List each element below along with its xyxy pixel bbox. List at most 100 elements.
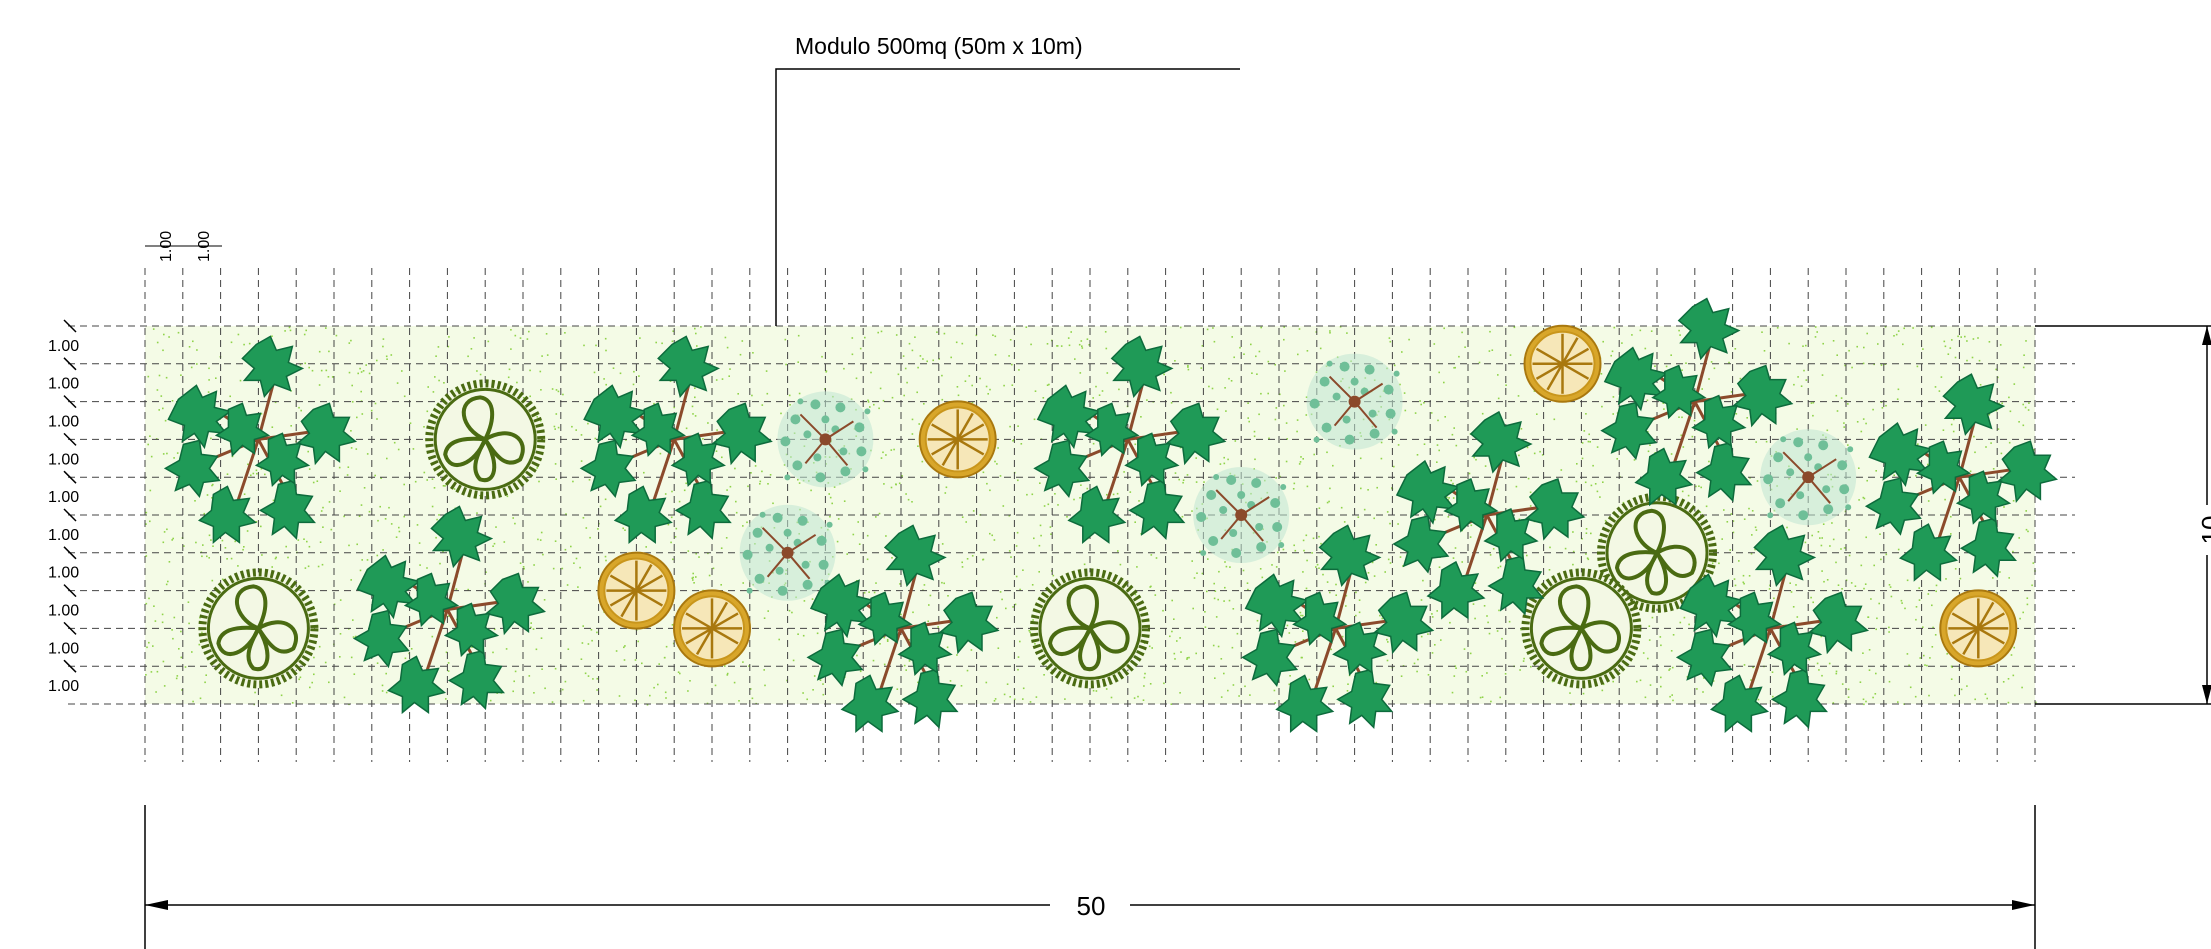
grass-speckle [960, 685, 963, 687]
grass-speckle [147, 443, 149, 446]
grass-speckle [162, 453, 165, 455]
grass-speckle [1243, 353, 1245, 355]
grass-speckle [1163, 373, 1165, 376]
grass-speckle [145, 555, 148, 557]
grass-speckle [950, 356, 952, 359]
grass-speckle [1054, 493, 1056, 495]
grass-speckle [1246, 582, 1249, 584]
grass-speckle [1016, 531, 1019, 534]
grass-speckle [171, 400, 174, 402]
grass-speckle [798, 392, 801, 395]
grass-speckle [1098, 394, 1101, 396]
grass-speckle [1935, 590, 1937, 593]
grass-speckle [767, 610, 769, 612]
grass-speckle [290, 425, 292, 427]
grass-speckle [873, 403, 875, 406]
grass-speckle [1816, 331, 1818, 333]
grass-speckle [1960, 336, 1962, 338]
grass-speckle [1947, 353, 1950, 355]
grass-speckle [1474, 617, 1476, 620]
grass-speckle [575, 429, 577, 431]
grass-speckle [1660, 685, 1662, 688]
grass-speckle [260, 468, 263, 470]
grass-speckle [1447, 516, 1450, 518]
grass-speckle [1399, 556, 1402, 558]
length-dimension: 50 [144, 805, 2036, 949]
grass-speckle [1647, 450, 1650, 453]
grass-speckle [797, 478, 799, 481]
grass-speckle [324, 661, 327, 664]
grass-speckle [659, 452, 662, 455]
grass-speckle [1893, 474, 1895, 477]
grass-speckle [1253, 430, 1256, 433]
grass-speckle [1033, 418, 1036, 421]
grass-speckle [212, 483, 214, 486]
row-dimension-label: 1.00 [48, 451, 79, 468]
grass-speckle [168, 336, 170, 338]
grass-speckle [1997, 428, 2000, 430]
grass-speckle [1954, 694, 1956, 697]
grass-speckle [2012, 500, 2015, 502]
grass-speckle [896, 688, 899, 690]
grass-speckle [789, 404, 791, 406]
grass-speckle [1430, 328, 1432, 330]
grass-speckle [2027, 530, 2029, 533]
grass-speckle [247, 463, 249, 466]
grass-speckle [447, 345, 450, 348]
grass-speckle [1204, 611, 1206, 613]
grass-speckle [444, 485, 446, 487]
grass-speckle [1752, 666, 1754, 669]
grass-speckle [1776, 327, 1779, 329]
grass-speckle [572, 480, 574, 483]
grass-speckle [1212, 327, 1214, 329]
grass-speckle [1800, 385, 1803, 387]
grass-speckle [1594, 483, 1597, 485]
grass-speckle [1718, 562, 1720, 565]
grass-speckle [1143, 685, 1145, 687]
grass-speckle [856, 654, 858, 657]
grass-speckle [1056, 345, 1058, 347]
grass-speckle [882, 399, 885, 402]
grass-speckle [1238, 695, 1240, 697]
grass-speckle [1427, 633, 1429, 635]
grass-speckle [937, 626, 939, 628]
grass-speckle [633, 370, 635, 373]
grass-speckle [1214, 677, 1216, 679]
grass-speckle [1922, 348, 1924, 350]
grass-speckle [471, 646, 473, 648]
grass-speckle [1203, 481, 1205, 483]
grass-speckle [160, 395, 163, 397]
grass-speckle [1311, 552, 1313, 554]
grass-speckle [707, 422, 709, 424]
grass-speckle [1458, 355, 1460, 358]
grass-speckle [605, 349, 607, 352]
grass-speckle [1868, 669, 1871, 671]
grass-speckle [1590, 532, 1592, 535]
grass-speckle [880, 457, 883, 459]
grass-speckle [445, 698, 447, 700]
row-dimension-tick [63, 470, 77, 484]
grass-speckle [679, 672, 681, 675]
grass-speckle [229, 395, 231, 398]
grass-speckle [163, 333, 165, 336]
grass-speckle [1954, 568, 1957, 570]
grass-speckle [604, 498, 607, 501]
grass-speckle [846, 553, 848, 555]
title-leader-line [775, 68, 1240, 326]
grass-speckle [999, 475, 1002, 477]
grass-speckle [670, 541, 672, 544]
grass-speckle [1294, 549, 1297, 552]
grass-speckle [780, 412, 782, 415]
grass-speckle [632, 383, 635, 386]
grass-speckle [1835, 394, 1838, 397]
grass-speckle [729, 485, 732, 488]
grass-speckle [971, 401, 974, 404]
grass-speckle [163, 685, 166, 687]
grass-speckle [388, 506, 390, 509]
grass-speckle [320, 510, 323, 512]
grass-speckle [1329, 332, 1331, 334]
grass-speckle [1014, 603, 1017, 606]
grass-speckle [821, 355, 823, 358]
grass-speckle [763, 617, 766, 619]
grass-speckle [1843, 547, 1846, 549]
